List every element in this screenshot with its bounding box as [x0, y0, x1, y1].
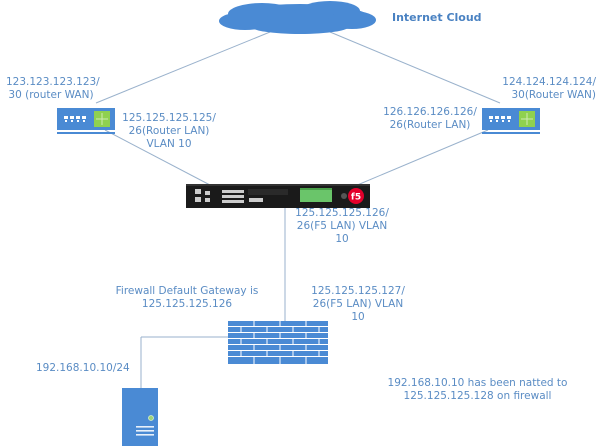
- f5-logo-icon: [348, 188, 364, 204]
- firewall-gateway-line1: Firewall Default Gateway is: [115, 285, 259, 297]
- firewall-gateway-line2: 125.125.125.126: [141, 298, 233, 310]
- link-router-left-f5: [104, 129, 211, 186]
- firewall-icon: [228, 321, 328, 364]
- nat-note-line2: 125.125.125.128 on firewall: [403, 390, 552, 402]
- firewall-lan-line3: 10: [351, 311, 365, 323]
- router-right-wan-line2: 30(Router WAN): [511, 89, 596, 101]
- router-right-wan-label: 124.124.124.124/ 30(Router WAN): [500, 76, 596, 102]
- internet-cloud-icon: [219, 1, 376, 34]
- firewall-lan-line2: 26(F5 LAN) VLAN: [312, 298, 404, 310]
- router-left-wan-label: 123.123.123.123/ 30 (router WAN): [6, 76, 100, 102]
- connections: [95, 31, 501, 388]
- server-ip-label: 192.168.10.10/24: [36, 362, 130, 374]
- router-left-wan-line1: 123.123.123.123/: [6, 76, 100, 88]
- router-left-lan-line2: 26(Router LAN): [128, 125, 210, 137]
- f5-lan-line3: 10: [335, 233, 349, 245]
- router-right-icon: [482, 108, 540, 134]
- internet-cloud-label: Internet Cloud: [392, 11, 482, 24]
- server-icon: [122, 388, 158, 446]
- f5-logo-text: f5: [351, 193, 361, 203]
- router-left-icon: [57, 108, 115, 134]
- router-left-lan-label: 125.125.125.125/ 26(Router LAN) VLAN 10: [120, 112, 218, 151]
- f5-lan-label: 125.125.125.126/ 26(F5 LAN) VLAN 10: [292, 207, 392, 246]
- router-right-lan-line2: 26(Router LAN): [389, 119, 471, 131]
- f5-lan-line1: 125.125.125.126/: [295, 207, 389, 219]
- nat-note: 192.168.10.10 has been natted to 125.125…: [385, 377, 570, 403]
- router-right-lan-line1: 126.126.126.126/: [383, 106, 477, 118]
- nat-note-line1: 192.168.10.10 has been natted to: [387, 377, 568, 389]
- f5-load-balancer-icon: f5: [186, 184, 370, 208]
- firewall-gateway-note: Firewall Default Gateway is 125.125.125.…: [112, 285, 262, 311]
- router-right-wan-line1: 124.124.124.124/: [502, 76, 596, 88]
- router-left-lan-line1: 125.125.125.125/: [122, 112, 216, 124]
- link-cloud-router-right: [329, 31, 501, 104]
- router-left-lan-line3: VLAN 10: [146, 138, 192, 150]
- link-router-right-f5: [354, 129, 489, 187]
- firewall-lan-line1: 125.125.125.127/: [311, 285, 405, 297]
- firewall-lan-label: 125.125.125.127/ 26(F5 LAN) VLAN 10: [308, 285, 408, 324]
- link-cloud-router-left: [95, 31, 271, 104]
- f5-lan-line2: 26(F5 LAN) VLAN: [296, 220, 388, 232]
- router-left-wan-line2: 30 (router WAN): [8, 89, 94, 101]
- router-right-lan-label: 126.126.126.126/ 26(Router LAN): [380, 106, 480, 132]
